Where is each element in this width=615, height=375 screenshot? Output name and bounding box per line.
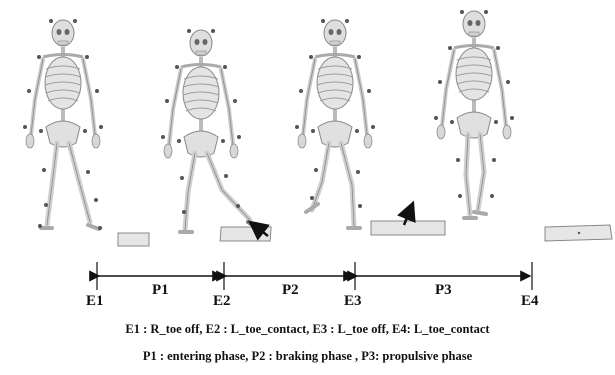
force-plate-1 — [118, 233, 149, 246]
event-label-e1: E1 — [86, 293, 104, 310]
skeleton-4 — [434, 10, 514, 218]
event-label-e2: E2 — [213, 293, 231, 310]
phases-legend: P1 : entering phase, P2 : braking phase … — [0, 349, 615, 364]
skeleton-1 — [23, 19, 103, 230]
event-label-e4: E4 — [521, 293, 539, 310]
skeleton-3 — [295, 19, 375, 228]
events-legend: E1 : R_toe off, E2 : L_toe_contact, E3 :… — [0, 322, 615, 337]
phase-label-p3: P3 — [435, 282, 452, 299]
force-plate-3 — [371, 221, 445, 235]
skeleton-2 — [161, 29, 264, 232]
event-label-e3: E3 — [344, 293, 362, 310]
phase-label-p1: P1 — [152, 282, 169, 299]
phase-label-p2: P2 — [282, 282, 299, 299]
